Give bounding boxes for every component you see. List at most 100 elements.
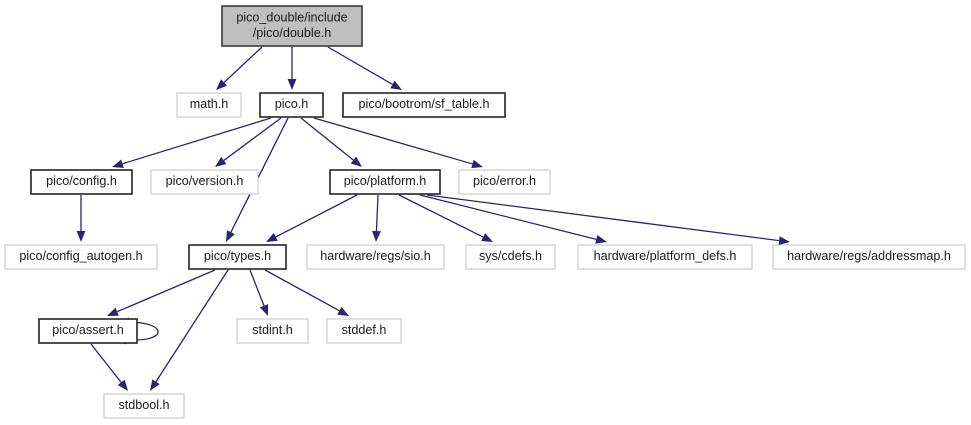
edge-arrowhead (481, 233, 493, 242)
node-pico_h[interactable]: pico.h (259, 92, 324, 118)
edge-double_h-to-sf_table_h (327, 46, 402, 90)
edge-arrowhead (287, 79, 297, 90)
node-box[interactable] (150, 169, 259, 195)
nodes-layer: pico_double/include/pico/double.h math.h p… (4, 5, 966, 419)
node-box[interactable] (577, 244, 753, 270)
node-label: pico/version.h (166, 174, 244, 188)
edge-platform_h-to-types_h (266, 194, 358, 242)
edge-platform_h-to-sio_h (372, 194, 381, 242)
node-box[interactable] (342, 92, 506, 118)
node-label: stdint.h (252, 323, 293, 337)
node-label: pico.h (275, 97, 309, 111)
edge-platform_h-to-platform_defs_h (419, 194, 607, 244)
edge-arrowhead (259, 304, 269, 316)
node-sio_h[interactable]: hardware/regs/sio.h (306, 244, 445, 270)
edge-types_h-to-stddef_h (264, 269, 349, 316)
edge-line (122, 117, 272, 165)
edge-arrowhead (76, 231, 86, 242)
edge-arrowhead (216, 79, 228, 90)
node-error_h[interactable]: pico/error.h (458, 169, 551, 195)
node-box[interactable] (176, 92, 242, 118)
edge-arrowhead (471, 159, 483, 169)
edge-arrowhead (266, 233, 278, 242)
node-box[interactable] (236, 318, 309, 344)
edge-pico_h-to-types_h (226, 117, 289, 242)
edge-line (223, 117, 282, 161)
node-box[interactable] (772, 244, 966, 270)
node-stdbool_h[interactable]: stdbool.h (103, 393, 185, 419)
edge-line (230, 117, 289, 233)
edge-arrowhead (226, 230, 235, 242)
edge-line (249, 269, 265, 306)
edge-line (419, 194, 597, 240)
node-assert_h[interactable]: pico/assert.h (38, 318, 138, 344)
edge-arrowhead (778, 236, 790, 245)
edge-line (327, 46, 393, 86)
edge-line (313, 117, 473, 165)
node-box[interactable] (259, 92, 324, 118)
node-platform_defs_h[interactable]: hardware/platform_defs.h (577, 244, 753, 270)
node-box[interactable] (458, 169, 551, 195)
edge-arrowhead (595, 235, 607, 244)
node-box[interactable] (465, 244, 556, 270)
edge-line (300, 117, 354, 161)
node-box[interactable] (306, 244, 445, 270)
edge-arrowhead (150, 379, 160, 391)
node-label: pico/config.h (46, 174, 117, 188)
edge-pico_h-to-platform_h (300, 117, 362, 167)
edge-config_h-to-config_autogen_h (76, 195, 86, 242)
node-box[interactable] (329, 169, 441, 195)
self-loop-path (126, 321, 159, 341)
node-types_h[interactable]: pico/types.h (188, 244, 287, 270)
edge-types_h-to-assert_h (107, 269, 216, 316)
edges-layer (76, 46, 790, 391)
edge-arrowhead (117, 379, 128, 391)
edge-platform_h-to-cdefs_h (398, 194, 493, 242)
node-label: stddef.h (342, 323, 387, 337)
edge-line (90, 343, 122, 383)
edge-double_h-to-math_h (216, 46, 263, 90)
node-box[interactable] (103, 393, 185, 419)
edge-line (398, 194, 484, 238)
node-box[interactable] (326, 318, 402, 344)
node-cdefs_h[interactable]: sys/cdefs.h (465, 244, 556, 270)
node-stddef_h[interactable]: stddef.h (326, 318, 402, 344)
edge-pico_h-to-error_h (313, 117, 483, 169)
node-box[interactable] (38, 318, 138, 344)
edge-line (275, 194, 358, 238)
edge-types_h-to-stdint_h (249, 269, 269, 316)
edge-arrowhead (215, 156, 227, 167)
node-double_h[interactable]: pico_double/include/pico/double.h (221, 5, 363, 47)
node-box[interactable] (221, 5, 363, 47)
node-label: sys/cdefs.h (479, 249, 542, 263)
node-box[interactable] (4, 244, 158, 270)
node-version_h[interactable]: pico/version.h (150, 169, 259, 195)
node-label: hardware/regs/addressmap.h (787, 249, 951, 263)
edge-arrowhead (107, 307, 119, 316)
edge-arrowhead (350, 156, 362, 167)
edge-line (426, 194, 780, 242)
node-stdint_h[interactable]: stdint.h (236, 318, 309, 344)
node-box[interactable] (188, 244, 287, 270)
node-platform_h[interactable]: pico/platform.h (329, 169, 441, 195)
edge-arrowhead (390, 80, 402, 90)
node-box[interactable] (30, 169, 133, 195)
node-addressmap_h[interactable]: hardware/regs/addressmap.h (772, 244, 966, 270)
edge-line (375, 194, 379, 232)
edge-line (223, 46, 263, 83)
node-config_h[interactable]: pico/config.h (30, 169, 133, 195)
node-config_autogen_h[interactable]: pico/config_autogen.h (4, 244, 158, 270)
edge-pico_h-to-version_h (215, 117, 282, 167)
node-math_h[interactable]: math.h (176, 92, 242, 118)
node-label: stdbool.h (118, 398, 169, 412)
node-label: math.h (190, 97, 229, 111)
node-label: pico/config_autogen.h (19, 249, 142, 263)
node-label: hardware/regs/sio.h (320, 249, 431, 263)
edge-arrowhead (337, 306, 349, 316)
edge-arrowhead (372, 230, 381, 242)
node-sf_table_h[interactable]: pico/bootrom/sf_table.h (342, 92, 506, 118)
edge-arrowhead (112, 159, 124, 168)
edge-types_h-to-stdbool_h (150, 269, 229, 391)
edge-line (116, 269, 216, 313)
